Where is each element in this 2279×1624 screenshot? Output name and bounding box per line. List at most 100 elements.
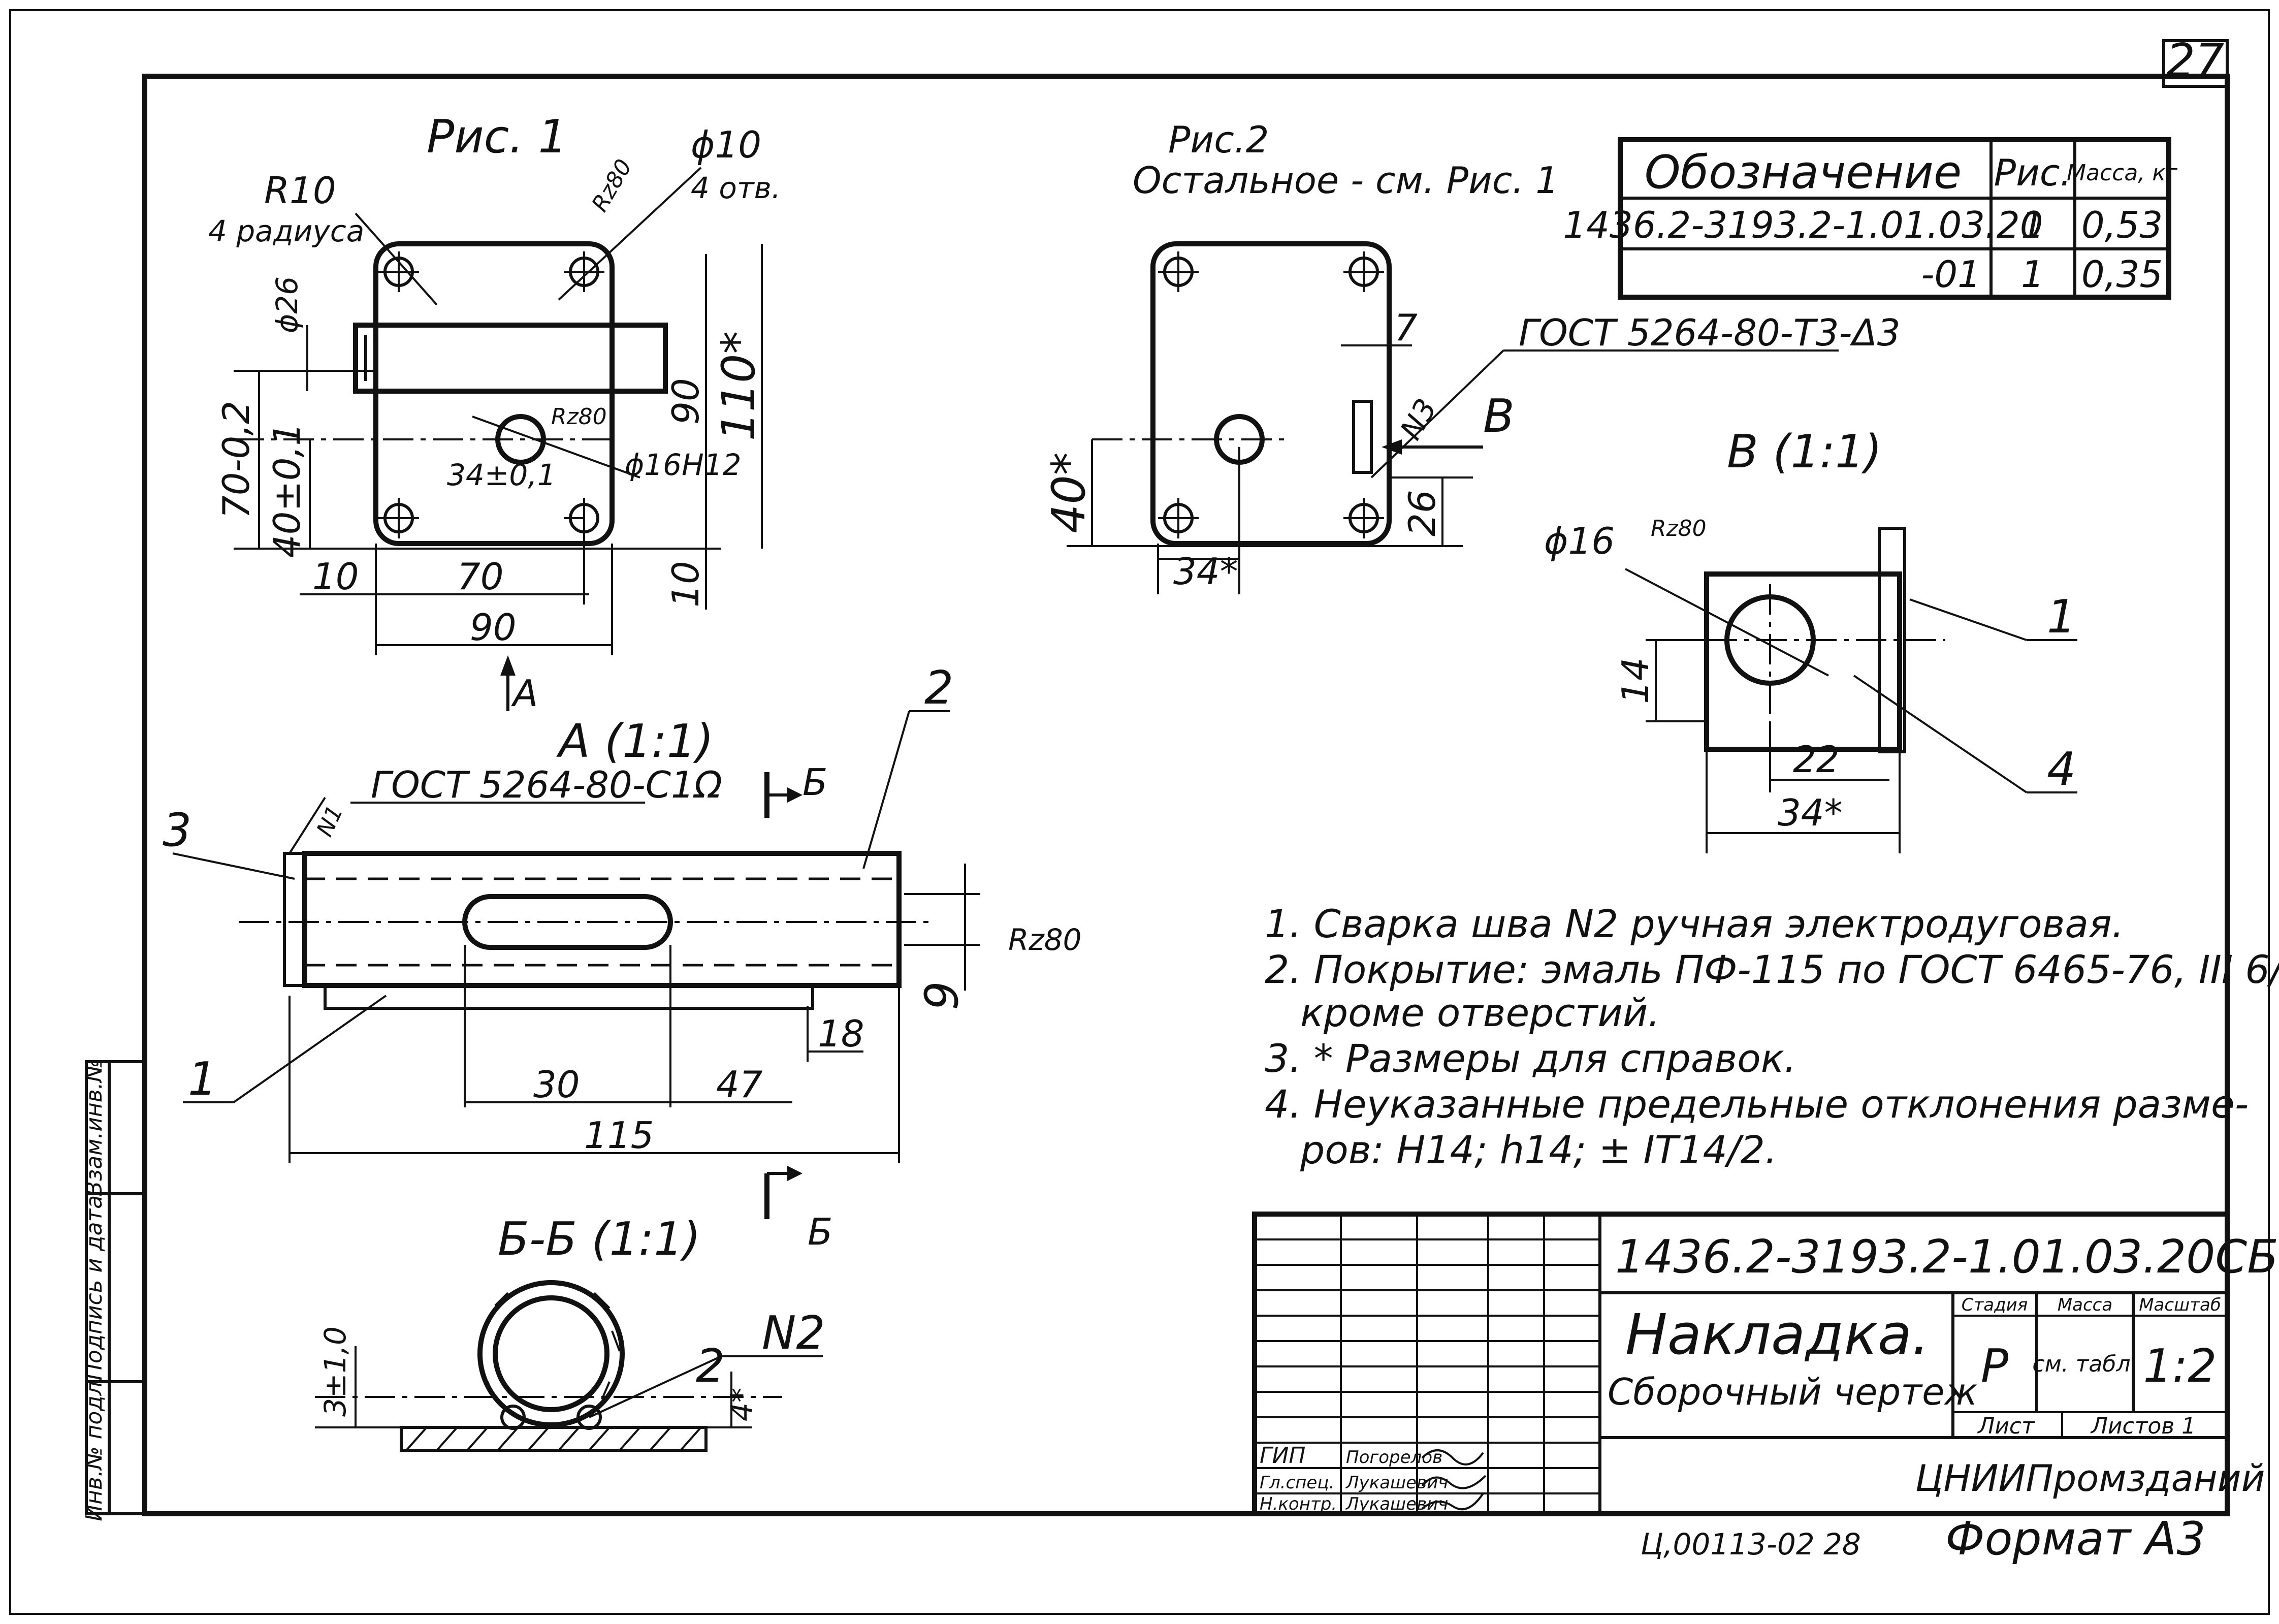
- fig2-dim-26: 26: [1401, 490, 1443, 536]
- title-org: ЦНИИПромзданий: [1915, 1457, 2265, 1500]
- view-b-pos1: 1: [2047, 590, 2076, 644]
- title-scale-label: Масштаб: [2139, 1295, 2221, 1315]
- view-a-dim-18: 18: [818, 1012, 864, 1055]
- footer: Ц,00113-02 28 Формат А3: [1641, 1512, 2206, 1566]
- note-line-2: 2. Покрытие: эмаль ПФ-115 по ГОСТ 6465-7…: [1265, 947, 2279, 992]
- side-stamp-replace: Взам.инв.№: [81, 1059, 107, 1197]
- title-stage-label: Стадия: [1962, 1295, 2028, 1315]
- signature-mark: [1421, 1449, 1487, 1511]
- person-name-1: Погорелов: [1346, 1447, 1442, 1468]
- title-scale: 1:2: [2143, 1340, 2217, 1393]
- fig1-four-holes: 4 отв.: [691, 171, 781, 205]
- view-b-title: В (1:1): [1727, 425, 1882, 479]
- view-a-pos3: 3: [163, 804, 191, 857]
- view-a-weld-no: N1: [312, 802, 348, 841]
- fig1-phi10: ϕ10: [691, 123, 761, 166]
- view-a-dim-115: 115: [584, 1114, 654, 1157]
- title-block: 1436.2-3193.2-1.01.03.20СБ Накладка. Сбо…: [1252, 1212, 2278, 1516]
- view-a: А (1:1) ГОСТ 5264-80-С1Ω: [163, 661, 1082, 1253]
- fig1-four-radii: 4 радиуса: [208, 214, 364, 248]
- notes: 1. Сварка шва N2 ручная электродуговая. …: [1265, 901, 2279, 1172]
- view-a-slot: [462, 894, 673, 950]
- view-a-title: А (1:1): [556, 715, 714, 768]
- title-code: 1436.2-3193.2-1.01.03.20СБ: [1615, 1230, 2278, 1284]
- side-stamp: Инв.№ подл. Подпись и дата Взам.инв.№: [81, 1059, 146, 1521]
- note-line-3: кроме отверстий.: [1300, 990, 1660, 1035]
- person-name-3: Лукашевич: [1345, 1494, 1448, 1514]
- fig1-rz80-mid: Rz80: [551, 404, 607, 430]
- note-line-5: 4. Неуказанные предельные отклонения раз…: [1265, 1081, 2249, 1127]
- section-bb-dim-4: 4*: [724, 1388, 759, 1421]
- spec-header-fig: Рис.: [1994, 151, 2072, 194]
- sheet-number: 27: [2166, 34, 2225, 87]
- view-a-dim-47: 47: [716, 1063, 763, 1106]
- view-b-phi16: ϕ16: [1544, 520, 1615, 562]
- section-bb-pos2: 2: [696, 1340, 725, 1393]
- fig1-dim-10-vert: 10: [664, 561, 707, 608]
- section-bb-title: Б-Б (1:1): [498, 1213, 701, 1266]
- title-sheets-label: Листов 1: [2090, 1413, 2196, 1439]
- fig1-phi26: ϕ26: [270, 276, 304, 333]
- view-a-section-mark-top: Б: [803, 761, 827, 804]
- title-mass-label: Масса: [2058, 1295, 2112, 1315]
- fig1-rz80-top: Rz80: [587, 155, 637, 216]
- fig1-view: Рис. 1: [208, 110, 781, 715]
- title-sheet-label: Лист: [1977, 1413, 2035, 1439]
- fig2-weld-no: N3: [1393, 393, 1443, 445]
- fig2-view: Рис.2 Остальное - см. Рис. 1 ГОСТ 5264-8…: [1042, 118, 1901, 594]
- note-line-1: 1. Сварка шва N2 ручная электродуговая.: [1265, 901, 2124, 946]
- fig1-dim-70-02: 70-0,2: [215, 401, 258, 519]
- view-b-dim-14: 14: [1614, 657, 1657, 704]
- view-a-section-mark-bottom: Б: [808, 1211, 832, 1253]
- note-line-4: 3. * Размеры для справок.: [1265, 1036, 1796, 1081]
- fig1-dim-34: 34±0,1: [447, 458, 556, 492]
- fig1-mount-hole: [378, 251, 604, 538]
- spec-row1-designation: 1436.2-3193.2-1.01.03.20: [1563, 204, 2043, 246]
- view-a-dim-30: 30: [533, 1063, 580, 1106]
- title-stage: Р: [1981, 1340, 2009, 1393]
- sheet-frame: 27: [9, 9, 2270, 1615]
- view-a-rz80: Rz80: [1008, 922, 1082, 957]
- fig2-dim-40: 40*: [1042, 452, 1096, 533]
- view-a-dim-9: 9: [915, 981, 969, 1010]
- fig1-r10: R10: [264, 169, 336, 212]
- view-b-dim-34: 34*: [1778, 791, 1843, 834]
- fig2-gost: ГОСТ 5264-80-Т3-Δ3: [1519, 311, 1901, 354]
- person-role-3: Н.контр.: [1260, 1494, 1337, 1514]
- spec-row2-designation: -01: [1921, 253, 1981, 296]
- fig2-subtitle: Остальное - см. Рис. 1: [1133, 159, 1559, 202]
- view-b-plate: [1704, 571, 1902, 752]
- view-b-dim-22: 22: [1793, 738, 1840, 781]
- section-bb-plate: [400, 1426, 708, 1452]
- spec-row1-fig: 1: [2021, 204, 2044, 246]
- person-name-2: Лукашевич: [1345, 1473, 1448, 1493]
- fig2-dim-34: 34*: [1173, 550, 1238, 593]
- fig2-plate: [1150, 241, 1392, 546]
- section-bb-hatch: [482, 1282, 621, 1400]
- title-doc-type: Сборочный чертеж: [1608, 1371, 1977, 1413]
- title-mass: см. табл.: [2032, 1351, 2137, 1377]
- view-a-pos1: 1: [188, 1053, 217, 1106]
- spec-header-mass: Масса, кг: [2067, 160, 2178, 186]
- fig2-mount-hole: [1158, 251, 1384, 538]
- person-role-1: ГИП: [1260, 1443, 1306, 1469]
- fig2-side-tab: [1352, 400, 1373, 474]
- footer-format: Формат А3: [1945, 1512, 2206, 1566]
- side-stamp-sign: Подпись и дата: [81, 1195, 107, 1380]
- person-role-2: Гл.спец.: [1260, 1473, 1334, 1493]
- fig1-dim-110: 110*: [712, 331, 765, 441]
- spec-row1-mass: 0,53: [2081, 204, 2163, 246]
- fig1-arrow-a-label: A: [511, 672, 538, 715]
- view-a-pos2: 2: [924, 661, 953, 715]
- spec-row2-fig: 1: [2021, 253, 2044, 296]
- view-b-rz80: Rz80: [1651, 516, 1707, 542]
- fig1-dim-90-vert: 90: [664, 378, 707, 425]
- fig1-dim-40: 40±0,1: [266, 423, 308, 558]
- fig1-dim-90: 90: [470, 606, 517, 649]
- view-b: В (1:1) ϕ16 Rz80 1 4 14 22 34*: [1544, 425, 2077, 853]
- fig1-phi16: ϕ16H12: [625, 448, 741, 482]
- side-stamp-inv: Инв.№ подл.: [81, 1374, 107, 1521]
- fig1-title: Рис. 1: [427, 110, 567, 164]
- fig2-title: Рис.2: [1168, 118, 1269, 161]
